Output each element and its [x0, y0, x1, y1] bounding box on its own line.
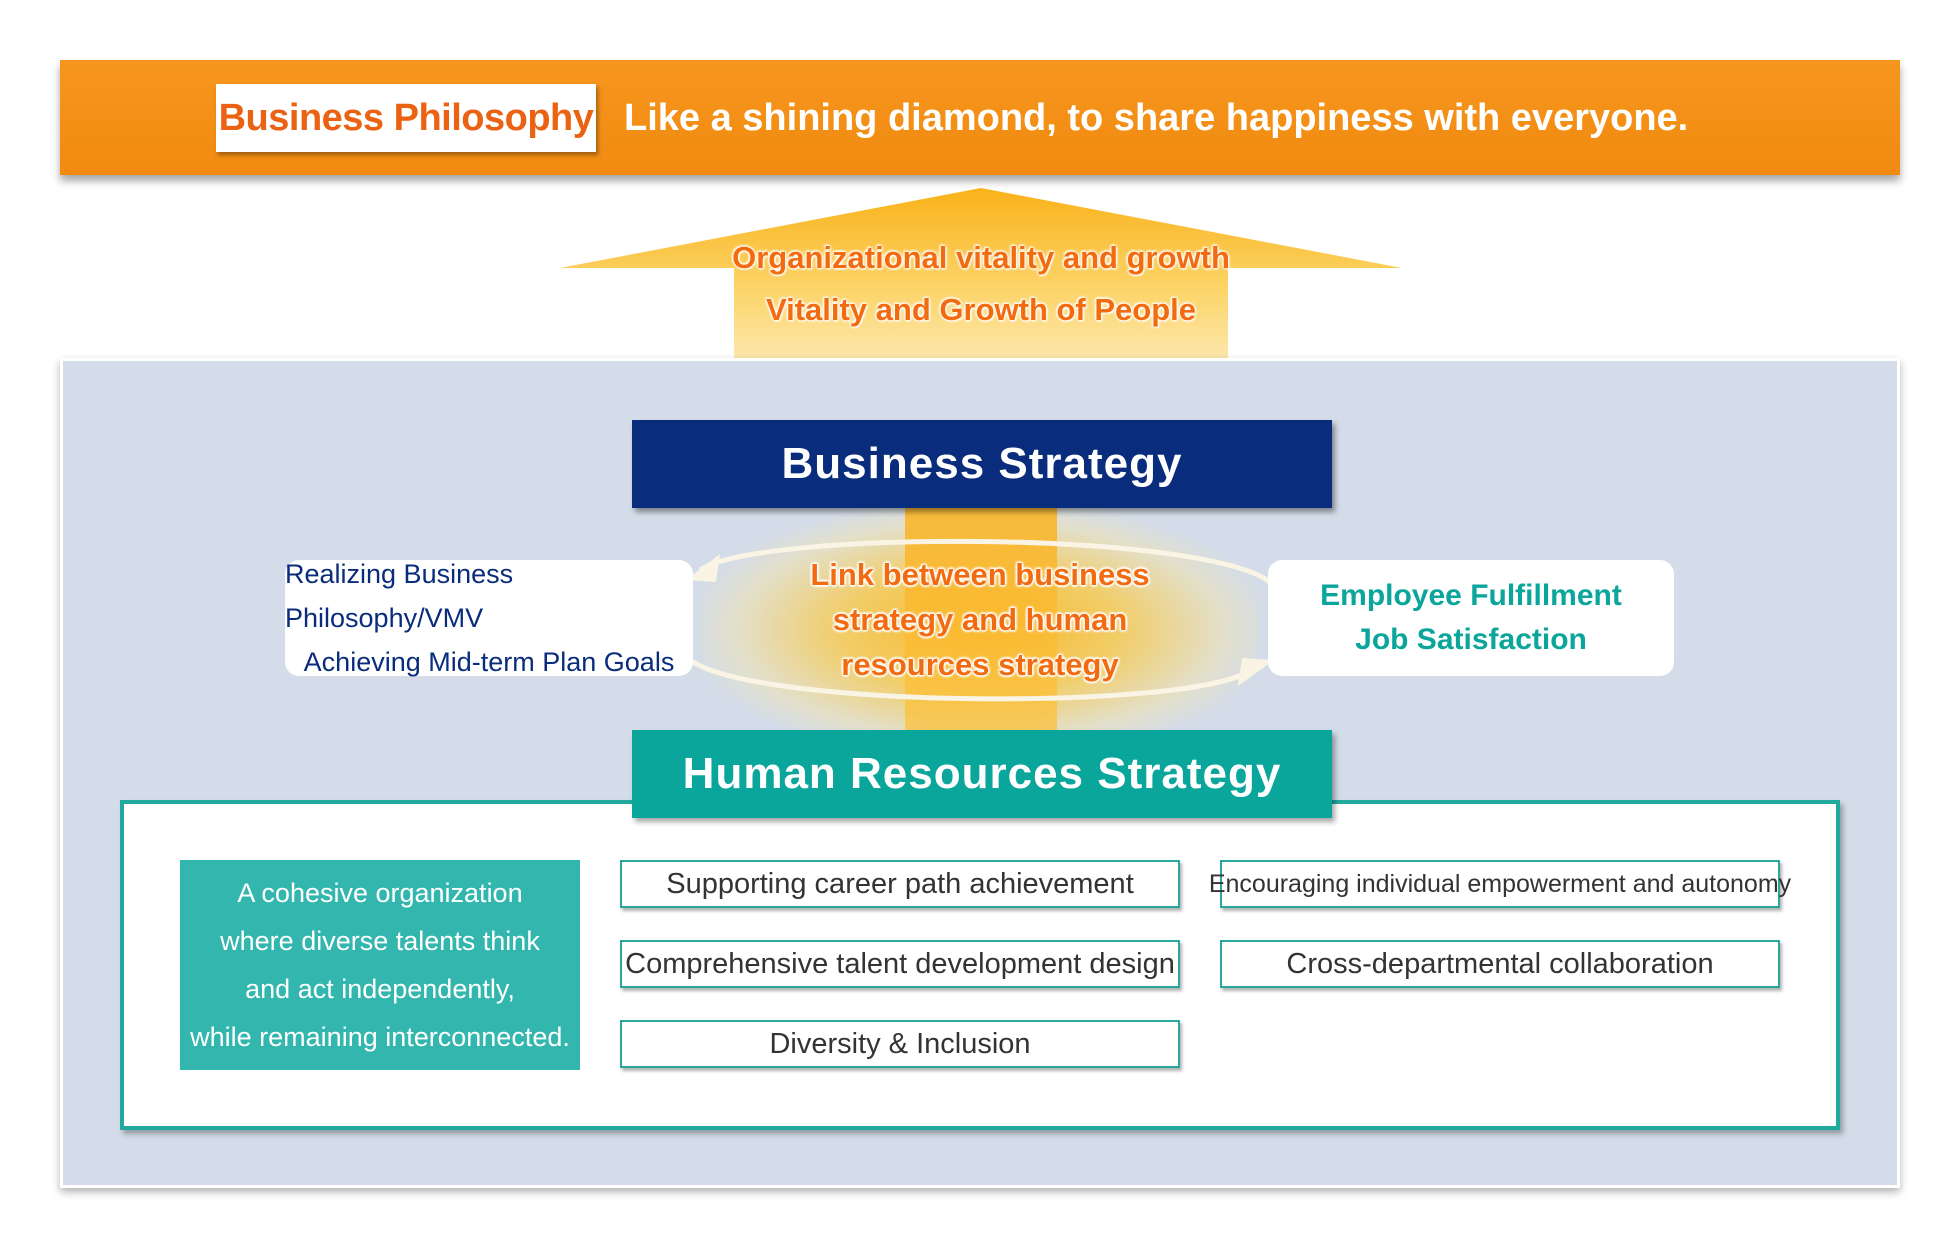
- business-goals-line2: Achieving Mid-term Plan Goals: [303, 647, 675, 677]
- cohesive-organization-box: A cohesive organization where diverse ta…: [180, 860, 580, 1070]
- link-text-line1: Link between business: [810, 557, 1150, 592]
- cohesive-line1: A cohesive organization: [237, 878, 523, 908]
- arrow-text-line2: Vitality and Growth of People: [765, 292, 1197, 327]
- cycle-arrowhead-right: [1238, 658, 1274, 686]
- hr-strategy-box: Human Resources Strategy: [632, 730, 1332, 818]
- business-strategy-box: Business Strategy: [632, 420, 1332, 508]
- hr-item-career-path: Supporting career path achievement: [620, 860, 1180, 908]
- employee-fulfillment-box: Employee Fulfillment Job Satisfaction: [1268, 560, 1674, 676]
- employee-fulfillment-line1: Employee Fulfillment: [1320, 579, 1622, 612]
- cycle-arrow-top: [698, 538, 1272, 585]
- cohesive-line2: where diverse talents think: [220, 926, 540, 956]
- business-philosophy-label: Business Philosophy: [216, 84, 596, 152]
- business-goals-box: Realizing Business Philosophy/VMV Achiev…: [285, 559, 693, 677]
- cycle-arrow-bottom: [688, 657, 1252, 702]
- arrow-text-line1: Organizational vitality and growth: [732, 240, 1230, 275]
- hr-item-empowerment: Encouraging individual empowerment and a…: [1209, 860, 1791, 908]
- arrow-shape: [560, 188, 1402, 360]
- business-philosophy-text: Like a shining diamond, to share happine…: [624, 97, 1689, 139]
- link-text-line2: strategy and human: [832, 602, 1128, 637]
- cycle-arrowhead-left: [686, 554, 720, 582]
- cohesive-line3: and act independently,: [245, 974, 515, 1004]
- cycle-arrows: [686, 538, 1274, 702]
- hr-item-collaboration: Cross-departmental collaboration: [1220, 940, 1780, 988]
- business-goals-line1: Realizing Business Philosophy/VMV: [285, 559, 514, 633]
- upward-arrow: [560, 188, 1402, 360]
- link-text: Link between business strategy and human…: [760, 552, 1200, 687]
- employee-fulfillment-line2: Job Satisfaction: [1355, 623, 1587, 656]
- hr-item-diversity: Diversity & Inclusion: [620, 1020, 1180, 1068]
- cohesive-line4: while remaining interconnected.: [190, 1022, 570, 1052]
- hr-item-talent-development: Comprehensive talent development design: [620, 940, 1180, 988]
- link-text-line3: resources strategy: [841, 647, 1119, 682]
